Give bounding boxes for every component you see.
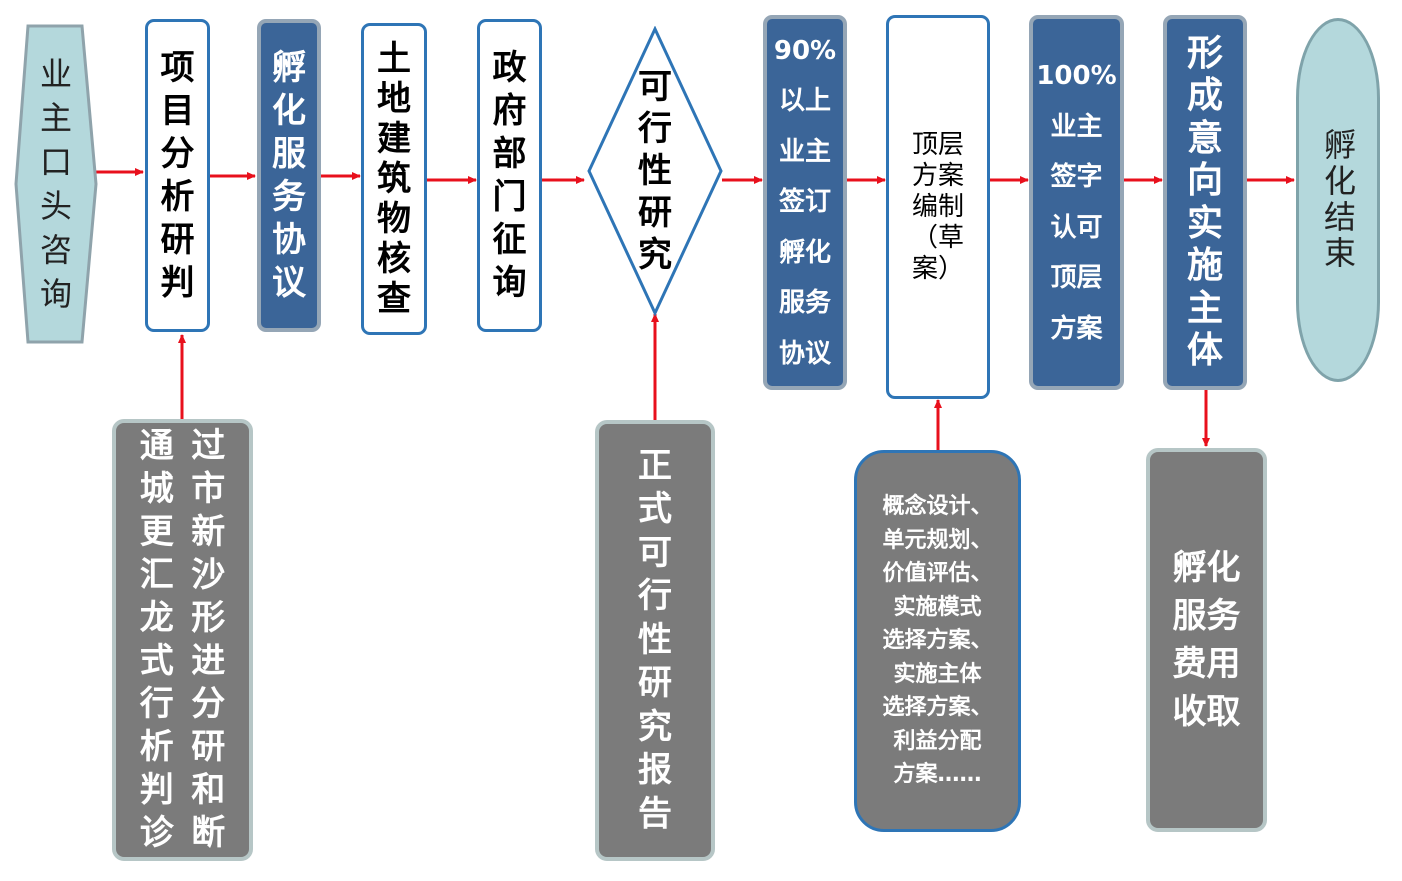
feasibility-report-note: 正 式 可 行 性 研 究 报 告 [595, 420, 715, 861]
feasibility-report-label: 正 式 可 行 性 研 究 报 告 [637, 445, 672, 834]
sign-agreement-label: 90% 以上 业主 签订 孵化 服务 协议 [773, 35, 837, 369]
feasibility-diamond-node: 可 行 性 研 究 [585, 26, 725, 316]
analysis-note-col1: 通 城 更 汇 龙 式 行 析 判 诊 [139, 426, 174, 853]
start-label: 业 主 口 头 咨 询 [39, 55, 72, 313]
form-entity-label: 形 成 意 向 实 施 主 体 [1186, 32, 1223, 372]
fee-collection-note: 孵化 服务 费用 收取 [1146, 448, 1267, 832]
analysis-method-note: 通 城 更 汇 龙 式 行 析 判 诊 过 市 新 沙 形 进 分 研 和 断 [112, 419, 253, 861]
gov-consultation-label: 政 府 部 门 征 询 [492, 47, 527, 303]
incubation-agreement-label: 孵 化 服 务 协 议 [271, 47, 306, 303]
gov-consultation-node: 政 府 部 门 征 询 [477, 19, 542, 332]
draft-plan-label: 顶层 方案 编制 （草 案） [911, 129, 964, 284]
form-entity-node: 形 成 意 向 实 施 主 体 [1163, 15, 1247, 390]
start-hexagon-node: 业 主 口 头 咨 询 [14, 24, 98, 344]
plan-contents-note: 概念设计、 单元规划、 价值评估、 实施模式 选择方案、 实施主体 选择方案、 … [854, 450, 1021, 832]
land-building-check-label: 土 地 建 筑 物 核 查 [376, 39, 411, 319]
project-analysis-label: 项 目 分 析 研 判 [160, 47, 195, 303]
approve-plan-label: 100% 业主 签字 认可 顶层 方案 [1036, 61, 1117, 344]
plan-contents-label: 概念设计、 单元规划、 价值评估、 实施模式 选择方案、 实施主体 选择方案、 … [882, 494, 993, 788]
land-building-check-node: 土 地 建 筑 物 核 查 [361, 23, 427, 335]
analysis-note-col2: 过 市 新 沙 形 进 分 研 和 断 [191, 426, 226, 853]
fee-collection-label: 孵化 服务 费用 收取 [1172, 548, 1241, 732]
incubation-end-node: 孵化结束 [1296, 18, 1380, 382]
incubation-end-label: 孵化结束 [1319, 128, 1357, 272]
sign-agreement-node: 90% 以上 业主 签订 孵化 服务 协议 [763, 15, 847, 390]
project-analysis-node: 项 目 分 析 研 判 [145, 19, 210, 332]
incubation-agreement-node: 孵 化 服 务 协 议 [257, 19, 321, 332]
approve-plan-node: 100% 业主 签字 认可 顶层 方案 [1029, 15, 1124, 390]
draft-plan-node: 顶层 方案 编制 （草 案） [886, 15, 990, 399]
feasibility-label: 可 行 性 研 究 [637, 67, 672, 275]
